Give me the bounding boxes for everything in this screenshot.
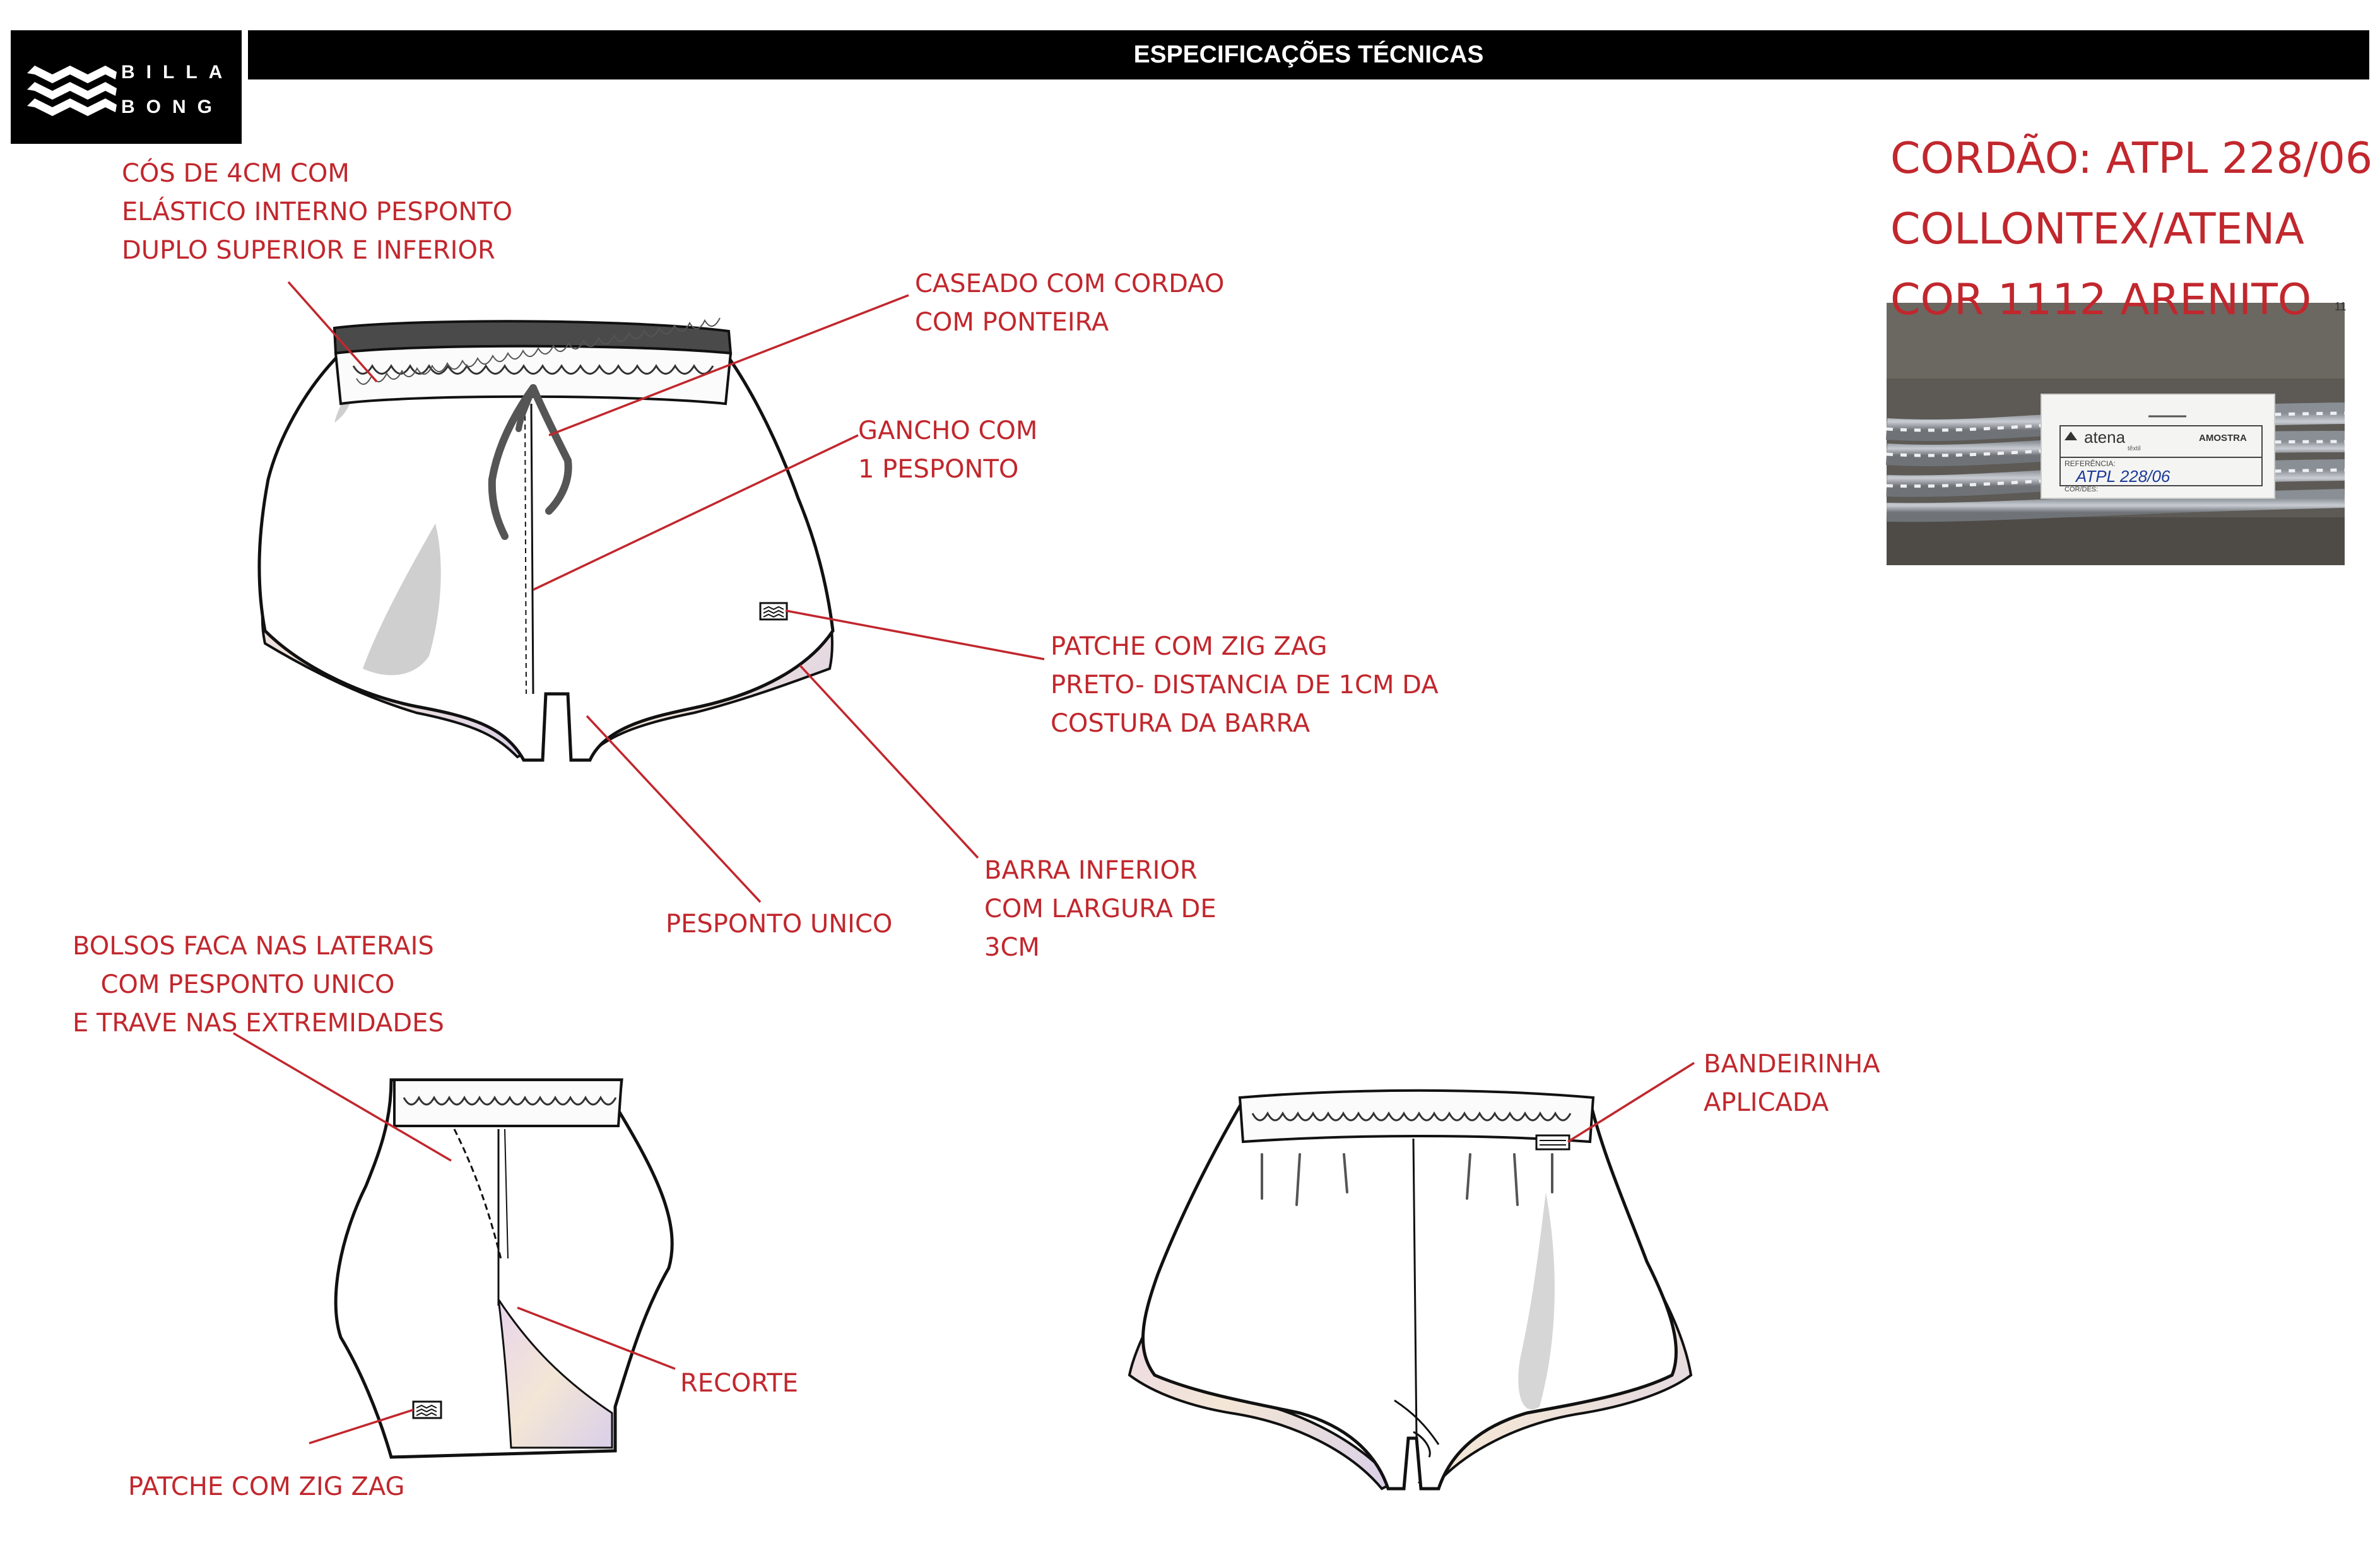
annotation-line: CASEADO COM CORDAO	[915, 269, 1225, 298]
patch-front-annotation: PATCHE COM ZIG ZAG PRETO- DISTANCIA DE 1…	[1051, 628, 1439, 743]
annotation-line: BANDEIRINHA	[1704, 1050, 1880, 1079]
tag-brand-sub: têxtil	[2128, 445, 2141, 452]
annotation-line: PATCHE COM ZIG ZAG	[1051, 632, 1328, 661]
cutout-annotation: RECORTE	[680, 1364, 798, 1403]
annotation-line: RECORTE	[680, 1369, 799, 1398]
cord-spec-line-3: COR 1112 ARENITO	[1890, 275, 2312, 325]
brand-line-1: BILLA	[121, 62, 234, 83]
annotation-line: PATCHE COM ZIG ZAG	[128, 1472, 405, 1501]
tag-sample: AMOSTRA	[2199, 433, 2247, 443]
brand-line-2: BONG	[121, 97, 223, 117]
annotation-line: PRETO- DISTANCIA DE 1CM DA	[1051, 671, 1439, 700]
tag-ref-label: REFERÊNCIA:	[2065, 459, 2116, 468]
annotation-line: PESPONTO UNICO	[666, 910, 893, 939]
annotation-line: ELÁSTICO INTERNO PESPONTO	[122, 197, 513, 226]
annotation-line: DUPLO SUPERIOR E INFERIOR	[122, 236, 495, 265]
leader-lines	[233, 281, 1695, 1445]
annotation-line: GANCHO COM	[858, 416, 1038, 445]
back-shorts-drawing	[1128, 1089, 1693, 1491]
annotation-line: 1 PESPONTO	[858, 455, 1019, 484]
front-shorts-drawing	[257, 317, 835, 762]
hem-annotation: BARRA INFERIOR COM LARGURA DE 3CM	[984, 852, 1217, 967]
pockets-annotation: BOLSOS FACA NAS LATERAIS COM PESPONTO UN…	[73, 927, 444, 1043]
atena-logo-icon	[2065, 431, 2077, 440]
annotation-line: 3CM	[984, 933, 1040, 962]
tag-ref-value: ATPL 228/06	[2076, 467, 2171, 486]
header-title: ESPECIFICAÇÕES TÉCNICAS	[248, 30, 2369, 79]
annotation-line: BOLSOS FACA NAS LATERAIS	[73, 932, 434, 961]
flag-label-annotation: BANDEIRINHA APLICADA	[1704, 1045, 1880, 1122]
annotation-line: E TRAVE NAS EXTREMIDADES	[73, 1009, 444, 1038]
tag-color-label: COR/DES:	[2065, 486, 2099, 493]
patch-side-annotation: PATCHE COM ZIG ZAG	[128, 1468, 405, 1506]
annotation-line: COM PONTEIRA	[915, 308, 1109, 337]
annotation-line: COM LARGURA DE	[984, 894, 1217, 923]
brand-logo: BILLA BONG	[11, 30, 242, 144]
photo-ruler-mark: 11	[2335, 300, 2347, 313]
cord-sample-photo	[1885, 303, 2345, 565]
cord-spec-line-1: CORDÃO: ATPL 228/06	[1890, 134, 2373, 184]
waistband-annotation: CÓS DE 4CM COM ELÁSTICO INTERNO PESPONTO…	[122, 155, 512, 270]
side-shorts-drawing	[334, 1078, 674, 1459]
annotation-line: CÓS DE 4CM COM	[122, 159, 350, 188]
annotation-line: BARRA INFERIOR	[984, 856, 1198, 885]
annotation-line: COSTURA DA BARRA	[1051, 709, 1311, 738]
annotation-line: COM PESPONTO UNICO	[100, 970, 395, 999]
wave-logo-icon	[27, 66, 117, 116]
single-stitch-annotation: PESPONTO UNICO	[666, 905, 892, 944]
cord-spec-line-2: COLLONTEX/ATENA	[1890, 204, 2304, 254]
tag-brand: atena	[2084, 428, 2126, 447]
annotation-line: APLICADA	[1704, 1088, 1829, 1117]
crotch-annotation: GANCHO COM 1 PESPONTO	[858, 412, 1037, 489]
buttonhole-annotation: CASEADO COM CORDAO COM PONTEIRA	[915, 265, 1224, 342]
cord-spec: CORDÃO: ATPL 228/06 COLLONTEX/ATENA COR …	[1890, 124, 2372, 336]
